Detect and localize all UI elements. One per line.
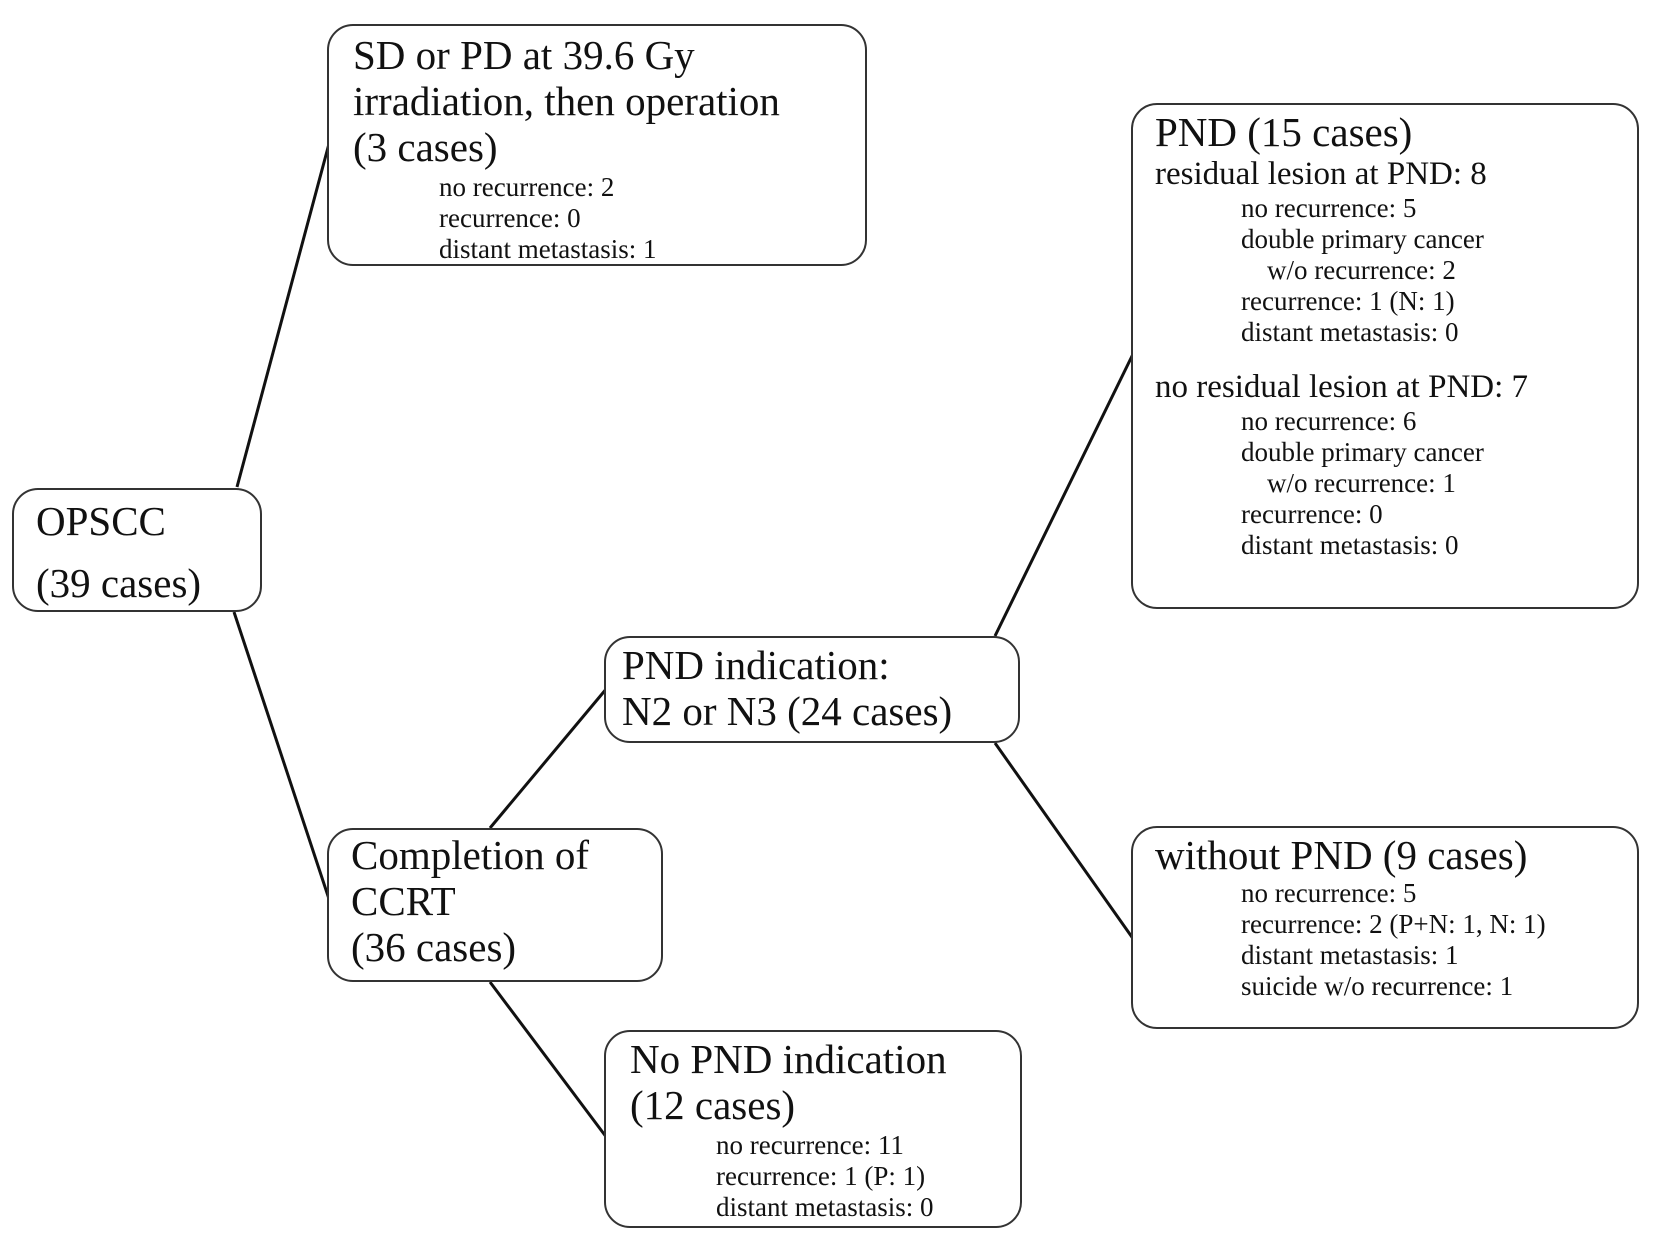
node-pnd-residual-double-primary-sub: w/o recurrence: 2	[1267, 255, 1456, 285]
node-pnd-residual-recurrence: recurrence: 1 (N: 1)	[1241, 286, 1455, 316]
node-sd-pd-line3: (3 cases)	[353, 124, 498, 170]
node-without-pnd-no-recurrence: no recurrence: 5	[1241, 878, 1417, 908]
node-pnd-no-residual-double-primary: double primary cancer	[1241, 437, 1484, 467]
node-opscc: OPSCC (39 cases)	[12, 488, 262, 612]
node-pnd-no-residual-heading: no residual lesion at PND: 7	[1155, 369, 1529, 405]
connector-ccrt-to-no-pnd-indication	[488, 981, 609, 1139]
node-sd-pd-detail-recurrence: recurrence: 0	[439, 203, 581, 233]
node-no-pnd-indication-line1: No PND indication	[630, 1036, 947, 1082]
node-without-pnd-distant: distant metastasis: 1	[1241, 940, 1459, 970]
node-ccrt-line2: CCRT	[351, 878, 456, 924]
node-opscc-title: OPSCC	[36, 498, 166, 544]
section-gap	[1155, 348, 1637, 368]
node-opscc-count: (39 cases)	[36, 560, 202, 606]
node-no-pnd-detail-distant-metastasis: distant metastasis: 0	[716, 1192, 934, 1222]
node-no-pnd-indication: No PND indication (12 cases) no recurren…	[604, 1030, 1022, 1228]
node-pnd-no-residual-recurrence: recurrence: 0	[1241, 499, 1383, 529]
node-no-pnd-indication-line2: (12 cases)	[630, 1082, 796, 1128]
node-sd-pd-line2: irradiation, then operation	[353, 78, 780, 124]
node-pnd-residual-heading: residual lesion at PND: 8	[1155, 156, 1487, 192]
node-sd-pd: SD or PD at 39.6 Gy irradiation, then op…	[327, 24, 867, 266]
node-pnd-no-residual-no-recurrence: no recurrence: 6	[1241, 406, 1417, 436]
node-sd-pd-line1: SD or PD at 39.6 Gy	[353, 32, 695, 78]
node-pnd: PND (15 cases) residual lesion at PND: 8…	[1131, 103, 1639, 609]
node-pnd-residual-double-primary: double primary cancer	[1241, 224, 1484, 254]
connector-pnd-indication-to-without-pnd	[993, 742, 1136, 941]
node-no-pnd-detail-no-recurrence: no recurrence: 11	[716, 1130, 904, 1160]
node-pnd-indication-line2: N2 or N3 (24 cases)	[622, 688, 953, 734]
connector-ccrt-to-pnd-indication	[488, 687, 609, 829]
connector-pnd-indication-to-pnd	[993, 351, 1136, 637]
node-pnd-indication-line1: PND indication:	[622, 642, 890, 688]
node-pnd-indication: PND indication: N2 or N3 (24 cases)	[604, 636, 1020, 743]
connector-root-to-ccrt	[232, 611, 332, 903]
node-pnd-title: PND (15 cases)	[1155, 109, 1413, 155]
node-pnd-no-residual-double-primary-sub: w/o recurrence: 1	[1267, 468, 1456, 498]
node-pnd-residual-no-recurrence: no recurrence: 5	[1241, 193, 1417, 223]
node-ccrt-line3: (36 cases)	[351, 924, 517, 970]
node-sd-pd-detail-no-recurrence: no recurrence: 2	[439, 172, 615, 202]
node-sd-pd-detail-distant-metastasis: distant metastasis: 1	[439, 234, 657, 264]
connector-root-to-sd-pd	[235, 139, 332, 488]
node-pnd-residual-distant: distant metastasis: 0	[1241, 317, 1459, 347]
node-without-pnd-suicide: suicide w/o recurrence: 1	[1241, 971, 1514, 1001]
node-no-pnd-detail-recurrence: recurrence: 1 (P: 1)	[716, 1161, 926, 1191]
node-without-pnd-recurrence: recurrence: 2 (P+N: 1, N: 1)	[1241, 909, 1546, 939]
node-ccrt: Completion of CCRT (36 cases)	[327, 828, 663, 982]
node-ccrt-line1: Completion of	[351, 832, 590, 878]
node-pnd-no-residual-distant: distant metastasis: 0	[1241, 530, 1459, 560]
node-without-pnd: without PND (9 cases) no recurrence: 5 r…	[1131, 826, 1639, 1029]
node-without-pnd-title: without PND (9 cases)	[1155, 832, 1528, 878]
